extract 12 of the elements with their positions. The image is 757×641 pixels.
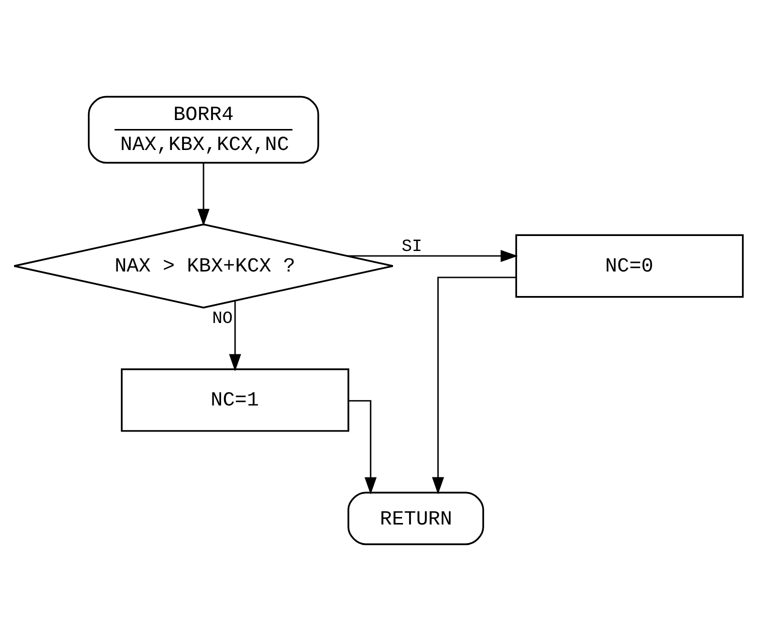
arrow: [197, 163, 210, 226]
node-box: BORR4 NAX,KBX,KCX,NC: [88, 96, 320, 164]
arrow: [432, 276, 516, 494]
node-box: NC=1: [120, 368, 350, 432]
node-box: RETURN: [348, 492, 484, 546]
node-box: NC=0: [515, 234, 744, 298]
edge-label: SI: [402, 238, 422, 258]
arrow: [348, 250, 518, 262]
arrow: [348, 400, 377, 495]
arrow: [229, 301, 242, 372]
node-diamond: NAX > KBX+KCX ?: [13, 224, 394, 308]
edge-label: NO: [212, 310, 233, 330]
